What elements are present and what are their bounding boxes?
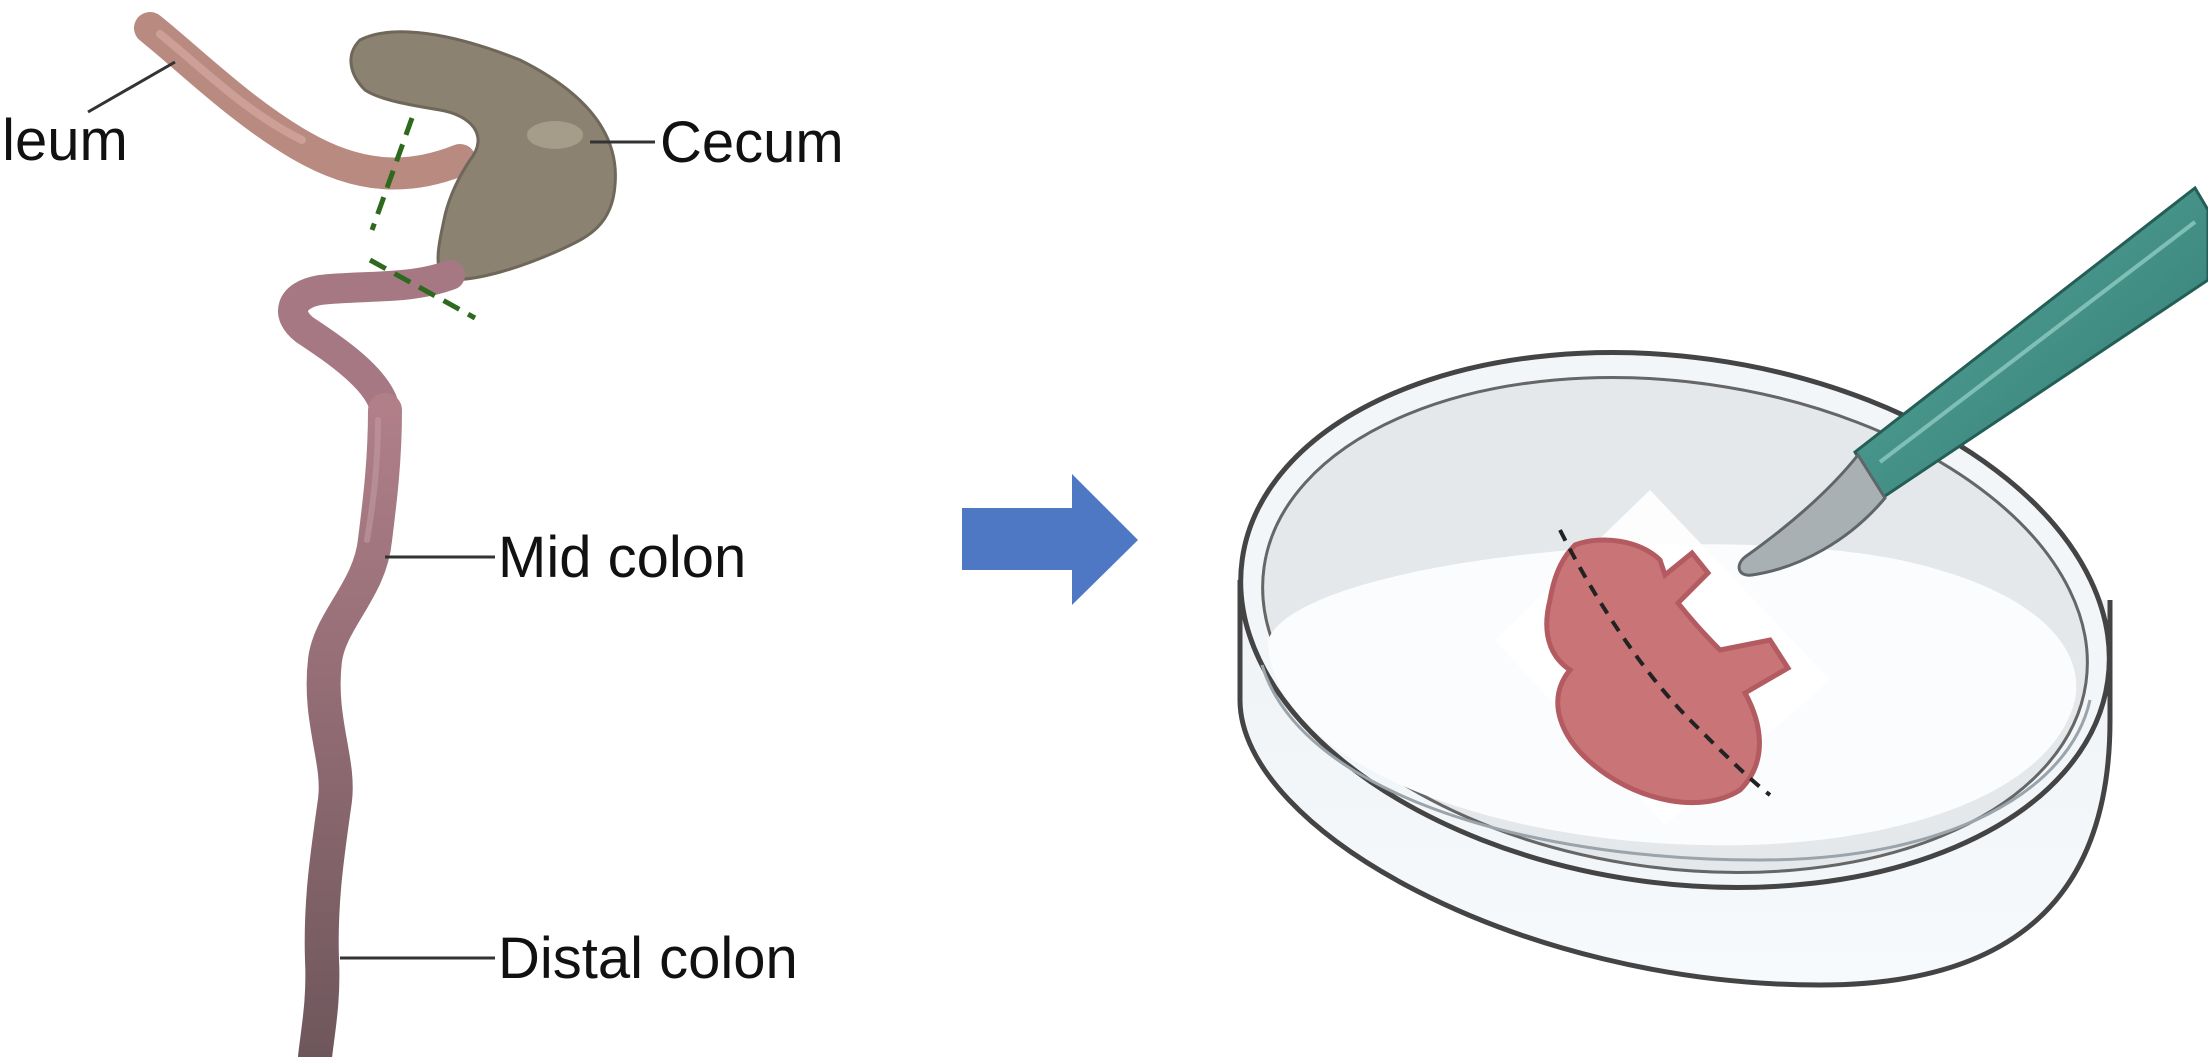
dish-base-line: [1260, 664, 2092, 862]
colon-tissue: [298, 393, 402, 1057]
colon-highlight: [364, 417, 381, 543]
scalpel-blade: [1737, 452, 1887, 577]
ileum-leader-line: [87, 60, 176, 114]
colon-cut-line: [368, 257, 477, 321]
distal-colon-label: Distal colon: [498, 926, 798, 991]
cecum-highlight: [527, 121, 583, 149]
ileum-label: Ileum: [0, 108, 128, 173]
tissue-cut-line: [1558, 529, 1772, 797]
ileum-highlight: [156, 30, 306, 144]
cecum-label: Cecum: [660, 110, 844, 175]
scalpel-handle-highlight: [1878, 220, 2197, 464]
proximal-colon-tissue: [278, 260, 465, 425]
process-arrow: [962, 474, 1138, 605]
dish-outline: [1237, 580, 2113, 988]
scalpel: [1737, 185, 2208, 577]
cecum-tissue-opened: [1544, 537, 1792, 806]
cecum-tissue: [349, 30, 617, 282]
mid-colon-label: Mid colon: [498, 525, 746, 590]
ileum-cut-line: [369, 117, 415, 231]
scalpel-handle: [1853, 185, 2208, 501]
intestine-specimen: Ileum Cecum Mid colon Distal colon: [0, 12, 844, 1057]
